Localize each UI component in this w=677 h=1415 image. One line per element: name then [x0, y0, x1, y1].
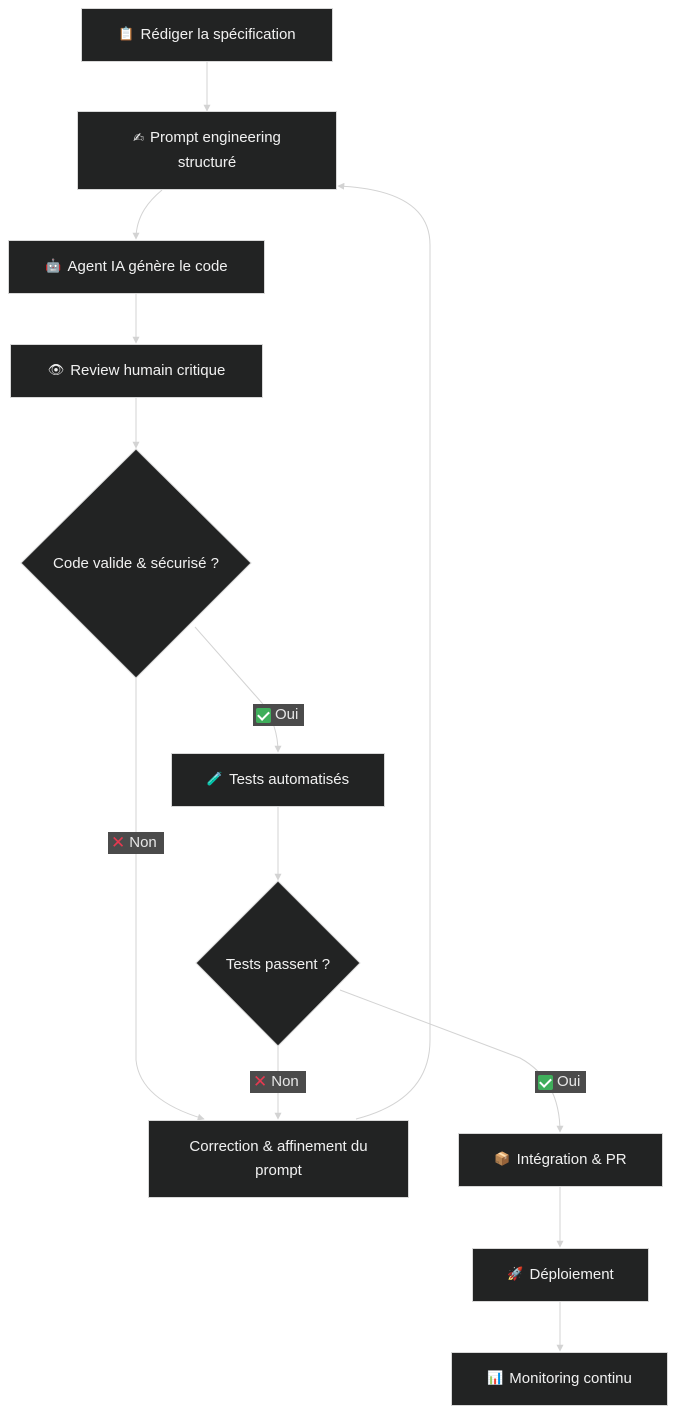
test-tube-icon: 🧪: [206, 772, 224, 787]
node-agent-label: Agent IA génère le code: [67, 258, 228, 275]
clipboard-icon: 📋: [118, 27, 135, 42]
cross-icon: ✕: [111, 833, 126, 853]
edge-label-d1-yes-text: Oui: [275, 706, 299, 723]
edge-label-d2-no: ✕Non: [250, 1071, 306, 1093]
node-monitoring-label: Monitoring continu: [509, 1370, 632, 1387]
writing-hand-icon: ✍: [133, 131, 144, 146]
edge-label-d2-no-text: Non: [271, 1073, 299, 1090]
edge-label-d2-yes-text: Oui: [557, 1073, 581, 1090]
check-icon: [538, 1074, 553, 1090]
node-prompt-label-line2: structuré: [177, 154, 237, 171]
edge-decision1-no-to-correction: [135, 678, 205, 1121]
cross-icon: ✕: [253, 1072, 268, 1092]
node-agent[interactable]: 🤖 Agent IA génère le code: [8, 240, 265, 294]
edge-decision1-yes-to-tests: [194, 626, 282, 753]
node-spec[interactable]: 📋 Rédiger la spécification: [81, 8, 333, 62]
package-icon: 📦: [494, 1152, 511, 1167]
edge-correction-loop-to-prompt: [337, 182, 431, 1120]
decision2-label: Tests passent ?: [225, 955, 331, 973]
node-tests-label: Tests automatisés: [229, 771, 350, 788]
node-deploy[interactable]: 🚀 Déploiement: [472, 1248, 649, 1302]
rocket-icon: 🚀: [507, 1267, 524, 1282]
node-prompt-label-line1: Prompt engineering: [149, 129, 281, 146]
robot-icon: 🤖: [45, 259, 62, 274]
node-review-label: Review humain critique: [70, 362, 226, 379]
edge-label-d1-no-text: Non: [129, 834, 157, 851]
node-correction-label-line1: Correction & affinement du: [189, 1138, 368, 1155]
edge-decision2-yes-to-integration: [339, 989, 564, 1133]
bar-chart-icon: 📊: [487, 1371, 504, 1386]
edge-label-d1-yes: Oui: [253, 704, 304, 726]
edge-label-d2-yes: Oui: [535, 1071, 586, 1093]
node-review[interactable]: 👁 Review humain critique: [10, 344, 263, 398]
eye-icon: 👁: [47, 363, 65, 378]
node-prompt[interactable]: ✍ Prompt engineering structuré: [77, 111, 337, 190]
node-correction[interactable]: Correction & affinement du prompt: [148, 1120, 409, 1198]
node-prompt-line1-row: ✍ Prompt engineering: [133, 126, 281, 151]
decision1-label: Code valide & sécurisé ?: [53, 554, 219, 572]
node-monitoring[interactable]: 📊 Monitoring continu: [451, 1352, 668, 1406]
node-integration[interactable]: 📦 Intégration & PR: [458, 1133, 663, 1187]
check-icon: [256, 707, 271, 723]
node-tests[interactable]: 🧪 Tests automatisés: [171, 753, 385, 807]
node-correction-label-line2: prompt: [255, 1162, 302, 1179]
decision-diamond-1: [20, 448, 252, 679]
edge-prompt-to-agent: [132, 189, 163, 240]
decision-diamond-2: [195, 880, 361, 1047]
node-deploy-label: Déploiement: [529, 1266, 614, 1283]
node-integration-label: Intégration & PR: [516, 1151, 627, 1168]
edge-label-d1-no: ✕Non: [108, 832, 164, 854]
node-spec-label: Rédiger la spécification: [140, 26, 296, 43]
